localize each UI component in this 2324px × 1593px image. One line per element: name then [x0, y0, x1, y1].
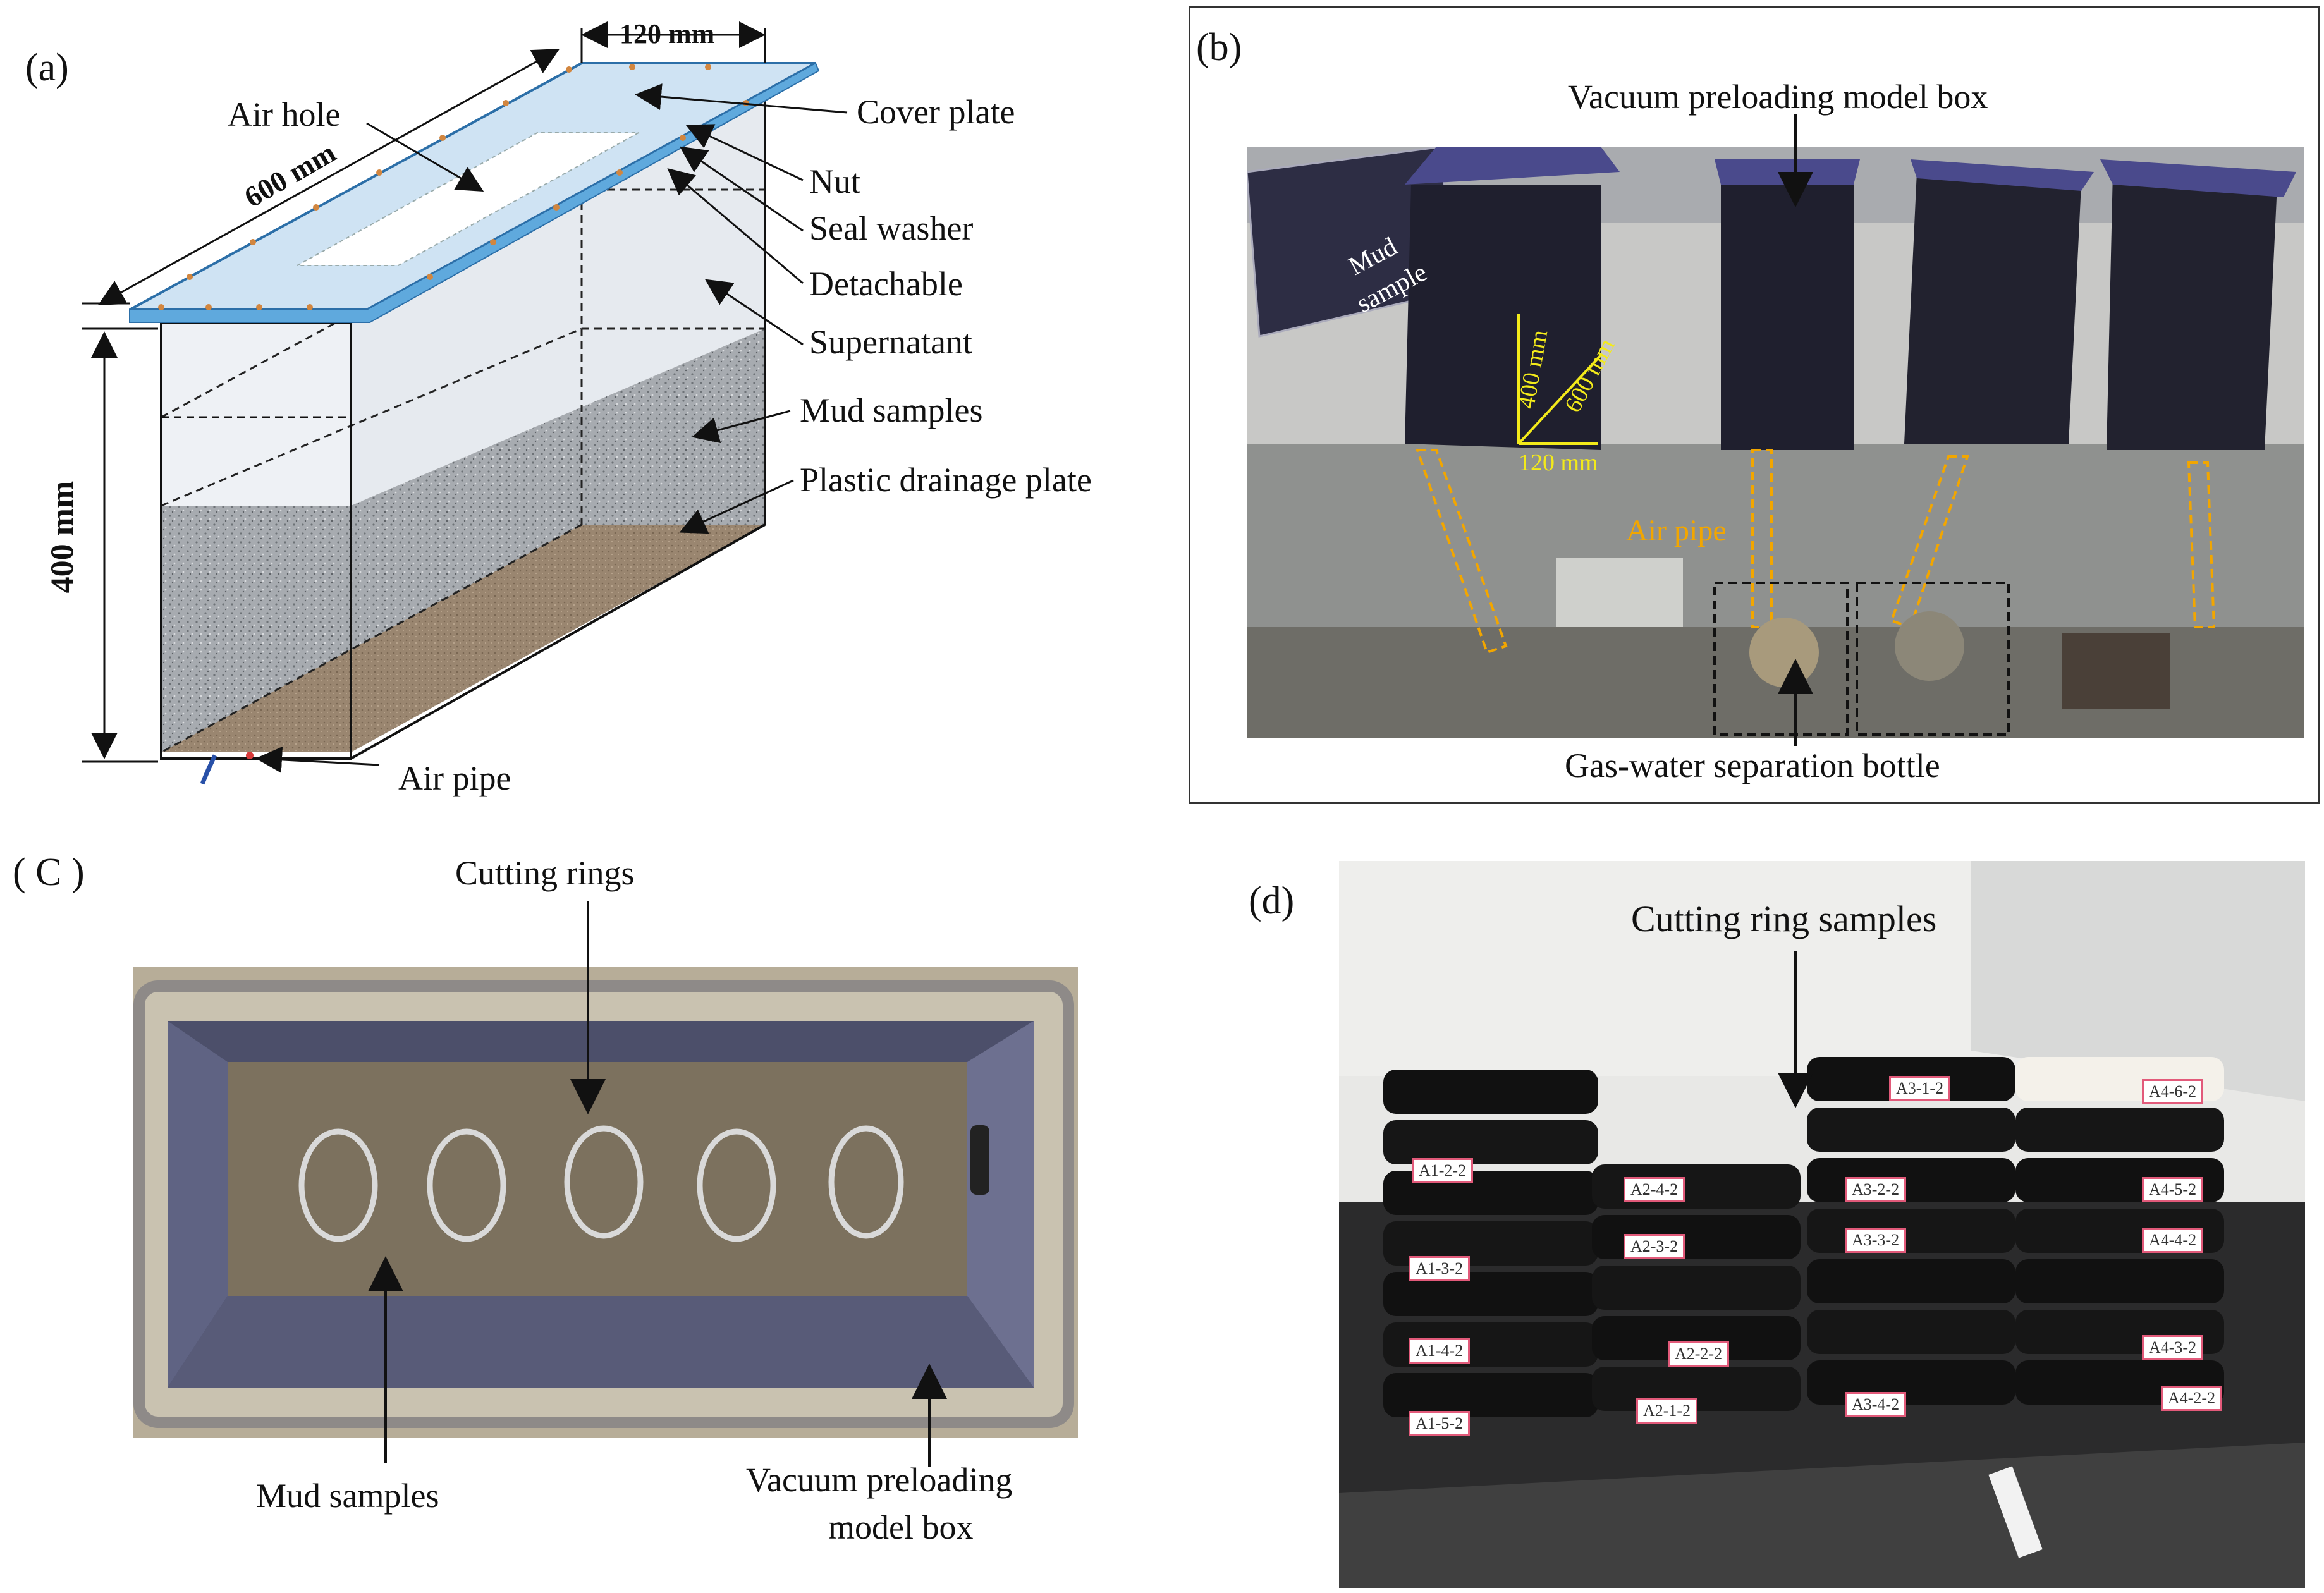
callout-air-hole: Air hole — [228, 95, 341, 133]
ring-tag: A2-1-2 — [1636, 1398, 1698, 1424]
panel-a-label: (a) — [25, 46, 69, 89]
panel-b: (b) Vacuum preloading model box — [1189, 6, 2320, 804]
dim-top-width: 120 mm — [620, 18, 715, 49]
callout-detachable: Detachable — [809, 265, 963, 303]
panel-b-frame — [1189, 6, 2320, 804]
air-pipe — [200, 754, 217, 785]
model-box-diagram — [82, 21, 848, 785]
ring-tag: A4-3-2 — [2142, 1335, 2204, 1360]
label-box-c-2: model box — [828, 1508, 974, 1546]
ring-tag: A1-4-2 — [1409, 1338, 1471, 1364]
ring-tag: A1-5-2 — [1409, 1411, 1471, 1436]
ring-tag: A4-4-2 — [2142, 1228, 2204, 1253]
callout-nut: Nut — [809, 162, 860, 200]
label-air-pipe: Air pipe — [1626, 514, 1727, 547]
ring-tag: A4-5-2 — [2142, 1177, 2204, 1202]
panel-d-title: Cutting ring samples — [1631, 898, 1937, 939]
ring-tag: A3-2-2 — [1845, 1177, 1907, 1202]
supernatant-front — [161, 322, 351, 506]
callout-drainage-plate: Plastic drainage plate — [800, 461, 1092, 499]
panel-c: ( C ) Cutting rings — [0, 822, 1176, 1593]
cutting-ring-samples-photo: A1-2-2 A1-3-2 A1-4-2 A1-5-2 A2-4-2 A2-3-… — [1339, 861, 2305, 1588]
label-cutting-rings: Cutting rings — [455, 854, 635, 892]
panel-b-title: Vacuum preloading model box — [1568, 78, 1988, 116]
ring-tag: A1-2-2 — [1412, 1158, 1474, 1183]
ring-tag: A2-4-2 — [1624, 1177, 1685, 1202]
ring-tag: A2-2-2 — [1668, 1341, 1730, 1367]
ring-tag: A4-6-2 — [2142, 1079, 2204, 1104]
cutting-ring-set — [298, 1125, 904, 1242]
ring-tag: A2-3-2 — [1624, 1234, 1685, 1259]
panel-b-label: (b) — [1196, 26, 1242, 69]
ring-tag: A3-4-2 — [1845, 1392, 1907, 1417]
panel-d-label: (d) — [1249, 879, 1295, 922]
panel-a: (a) — [0, 0, 1176, 815]
cutting-rings-photo — [133, 967, 1078, 1438]
cover-plate-edge — [129, 62, 820, 323]
panel-d: (d) — [1189, 822, 2324, 1593]
callout-cover-plate: Cover plate — [857, 93, 1015, 131]
ring-tag: A1-3-2 — [1409, 1256, 1471, 1281]
callout-supernatant: Supernatant — [809, 323, 972, 361]
label-box-c-1: Vacuum preloading — [746, 1461, 1013, 1499]
label-mud-samples-c: Mud samples — [256, 1477, 439, 1515]
label-bottle: Gas-water separation bottle — [1565, 747, 1940, 784]
ring-tag: A3-1-2 — [1889, 1076, 1951, 1101]
ring-tag: A4-2-2 — [2161, 1386, 2223, 1411]
drainage-plate — [161, 525, 765, 752]
ring-tag: A3-3-2 — [1845, 1228, 1907, 1253]
dim-height: 400 mm — [44, 480, 81, 594]
callout-air-pipe: Air pipe — [398, 759, 511, 797]
label-dim-120: 120 mm — [1519, 449, 1598, 476]
callout-seal-washer: Seal washer — [809, 209, 974, 247]
callout-mud-samples: Mud samples — [800, 391, 983, 429]
panel-c-label: ( C ) — [13, 851, 85, 894]
ring-stack-1 — [1383, 1070, 1598, 1417]
model-box-photo: Mud sample 400 mm 600 mm 120 mm Air pipe — [1247, 147, 2304, 738]
photo-boxes — [1247, 147, 2296, 450]
